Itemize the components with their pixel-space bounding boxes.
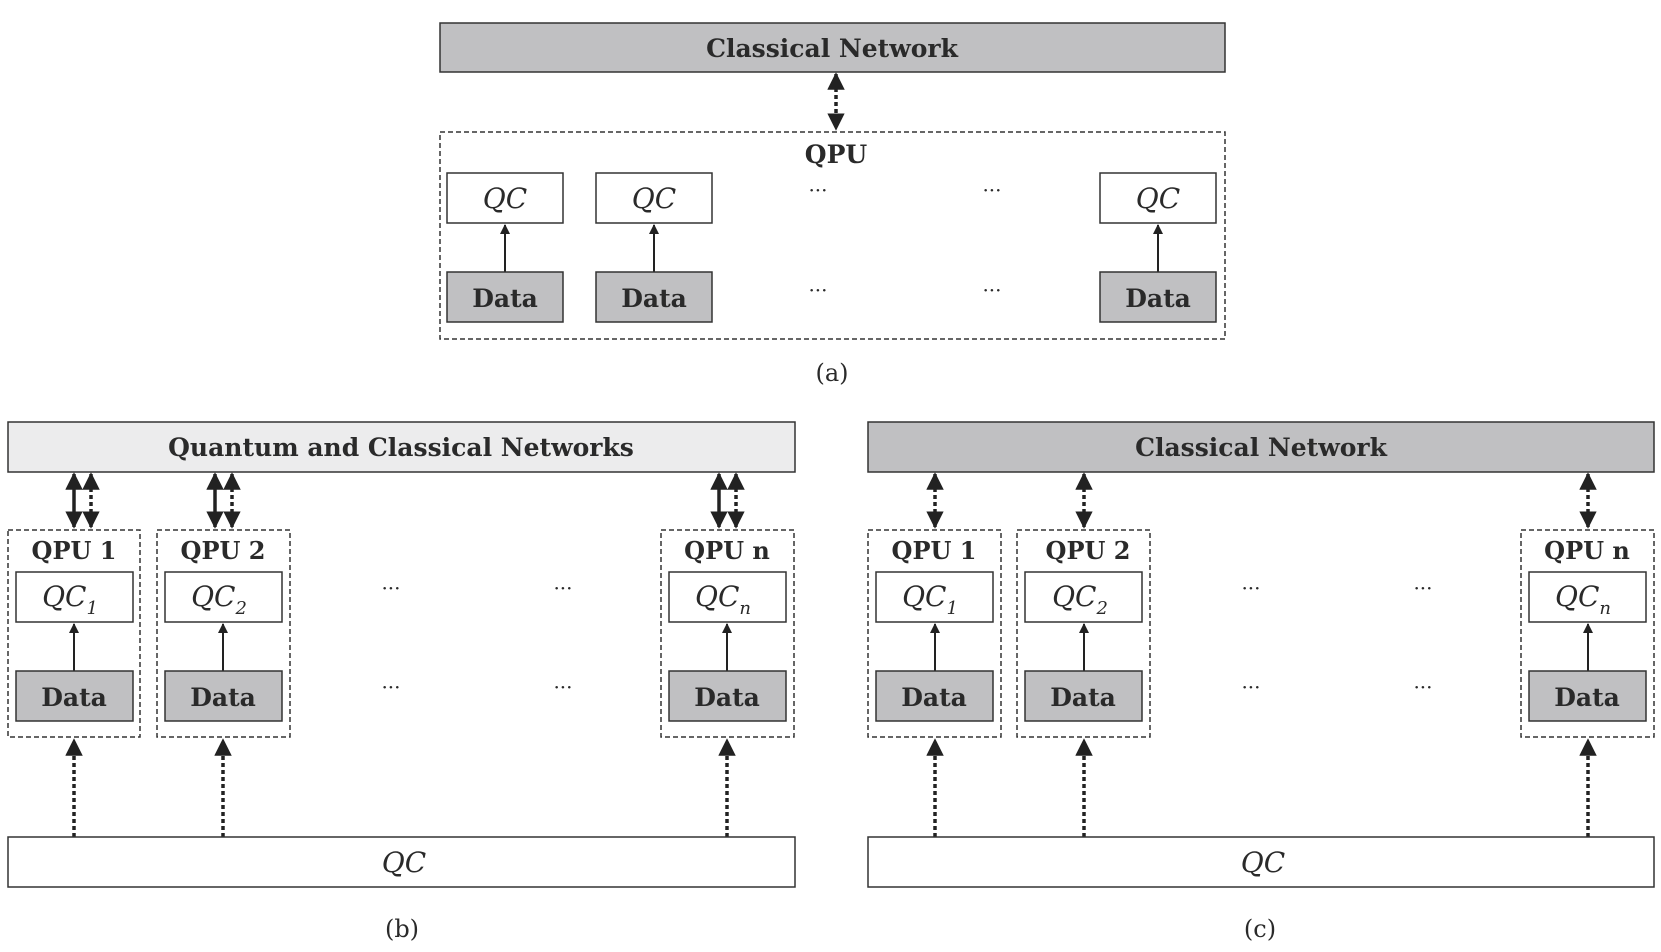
ellipsis: ··· bbox=[982, 178, 1001, 202]
bottom-qc-bar bbox=[7, 836, 796, 888]
panel-b: Quantum and Classical Networks QPU 1 QC1… bbox=[7, 421, 796, 943]
qc-label: QCn bbox=[1555, 580, 1611, 619]
data-label: Data bbox=[1125, 284, 1191, 313]
caption-c: (c) bbox=[1244, 915, 1276, 943]
data-label: Data bbox=[190, 683, 256, 712]
qc-box bbox=[164, 571, 283, 623]
ellipsis: ··· bbox=[1241, 675, 1260, 699]
data-box bbox=[1528, 670, 1647, 722]
qpu-unit-2: QPU 2 QC2 Data bbox=[1016, 472, 1151, 837]
qpu-unit-1: QPU 1 QC1 Data bbox=[867, 472, 1002, 837]
bottom-qc-label: QC bbox=[382, 846, 426, 879]
data-label: Data bbox=[694, 683, 760, 712]
qc-box bbox=[446, 172, 564, 224]
qc-label: QC bbox=[483, 182, 527, 215]
bottom-qc-label: QC bbox=[1241, 846, 1285, 879]
qc-label: QC2 bbox=[191, 580, 247, 619]
data-label: Data bbox=[41, 683, 107, 712]
ellipsis: ··· bbox=[982, 278, 1001, 302]
data-box bbox=[164, 670, 283, 722]
caption-a: (a) bbox=[815, 359, 848, 387]
qc-box bbox=[1099, 172, 1217, 224]
caption-b: (b) bbox=[385, 915, 419, 943]
qpu-unit-1: QPU 1 QC1 Data bbox=[7, 472, 141, 837]
qc-data-column-2: QC Data bbox=[595, 172, 713, 323]
qpu-label: QPU 1 bbox=[32, 536, 117, 565]
qpu-unit-n: QPU n QCn Data bbox=[1520, 472, 1655, 837]
qc-box bbox=[668, 571, 787, 623]
ellipsis: ··· bbox=[553, 576, 572, 600]
data-box bbox=[1024, 670, 1143, 722]
ellipsis: ··· bbox=[553, 675, 572, 699]
qc-label: QC2 bbox=[1052, 580, 1108, 619]
qc-box bbox=[595, 172, 713, 224]
qpu-label: QPU n bbox=[684, 536, 770, 565]
qpu-box bbox=[156, 529, 291, 738]
qc-box bbox=[875, 571, 994, 623]
qc-box bbox=[1528, 571, 1647, 623]
data-label: Data bbox=[472, 284, 538, 313]
data-box bbox=[668, 670, 787, 722]
quantum-classical-network-label: Quantum and Classical Networks bbox=[168, 433, 634, 462]
qc-box bbox=[1024, 571, 1143, 623]
data-box bbox=[446, 271, 564, 323]
classical-network-bar bbox=[867, 421, 1655, 473]
qc-label: QCn bbox=[695, 580, 751, 619]
data-label: Data bbox=[901, 683, 967, 712]
data-box bbox=[875, 670, 994, 722]
ellipsis: ··· bbox=[808, 278, 827, 302]
ellipsis: ··· bbox=[381, 675, 400, 699]
qc-data-column-1: QC Data bbox=[446, 172, 564, 323]
panel-c: Classical Network QPU 1 QC1 Data QPU 2 Q… bbox=[867, 421, 1655, 943]
qpu-label: QPU bbox=[805, 140, 868, 169]
qpu-label: QPU 1 bbox=[892, 536, 977, 565]
panel-a: Classical Network QPU QC Data QC Data QC… bbox=[439, 22, 1226, 387]
qpu-box bbox=[660, 529, 795, 738]
bottom-qc-bar bbox=[867, 836, 1655, 888]
qc-label: QC bbox=[1136, 182, 1180, 215]
data-box bbox=[15, 670, 134, 722]
qc-label: QC1 bbox=[42, 580, 98, 619]
ellipsis: ··· bbox=[1241, 576, 1260, 600]
qpu-label: QPU n bbox=[1544, 536, 1630, 565]
ellipsis: ··· bbox=[808, 178, 827, 202]
classical-network-label: Classical Network bbox=[1135, 433, 1388, 462]
qpu-label: QPU 2 bbox=[181, 536, 266, 565]
data-box bbox=[595, 271, 713, 323]
ellipsis: ··· bbox=[381, 576, 400, 600]
qc-box bbox=[15, 571, 134, 623]
data-label: Data bbox=[621, 284, 687, 313]
qpu-box bbox=[867, 529, 1002, 738]
data-label: Data bbox=[1050, 683, 1116, 712]
qpu-box bbox=[1520, 529, 1655, 738]
qpu-unit-n: QPU n QCn Data bbox=[660, 472, 795, 837]
classical-network-bar bbox=[439, 22, 1226, 73]
classical-network-label: Classical Network bbox=[706, 34, 959, 63]
ellipsis: ··· bbox=[1413, 576, 1432, 600]
data-label: Data bbox=[1554, 683, 1620, 712]
ellipsis: ··· bbox=[1413, 675, 1432, 699]
qpu-unit-2: QPU 2 QC2 Data bbox=[156, 472, 291, 837]
qpu-box bbox=[1016, 529, 1151, 738]
qc-data-column-last: QC Data bbox=[1099, 172, 1217, 323]
qpu-box bbox=[7, 529, 141, 738]
qpu-box bbox=[439, 131, 1226, 340]
data-box bbox=[1099, 271, 1217, 323]
quantum-classical-network-bar bbox=[7, 421, 796, 473]
qc-label: QC bbox=[632, 182, 676, 215]
qpu-label: QPU 2 bbox=[1046, 536, 1131, 565]
qc-label: QC1 bbox=[902, 580, 958, 619]
